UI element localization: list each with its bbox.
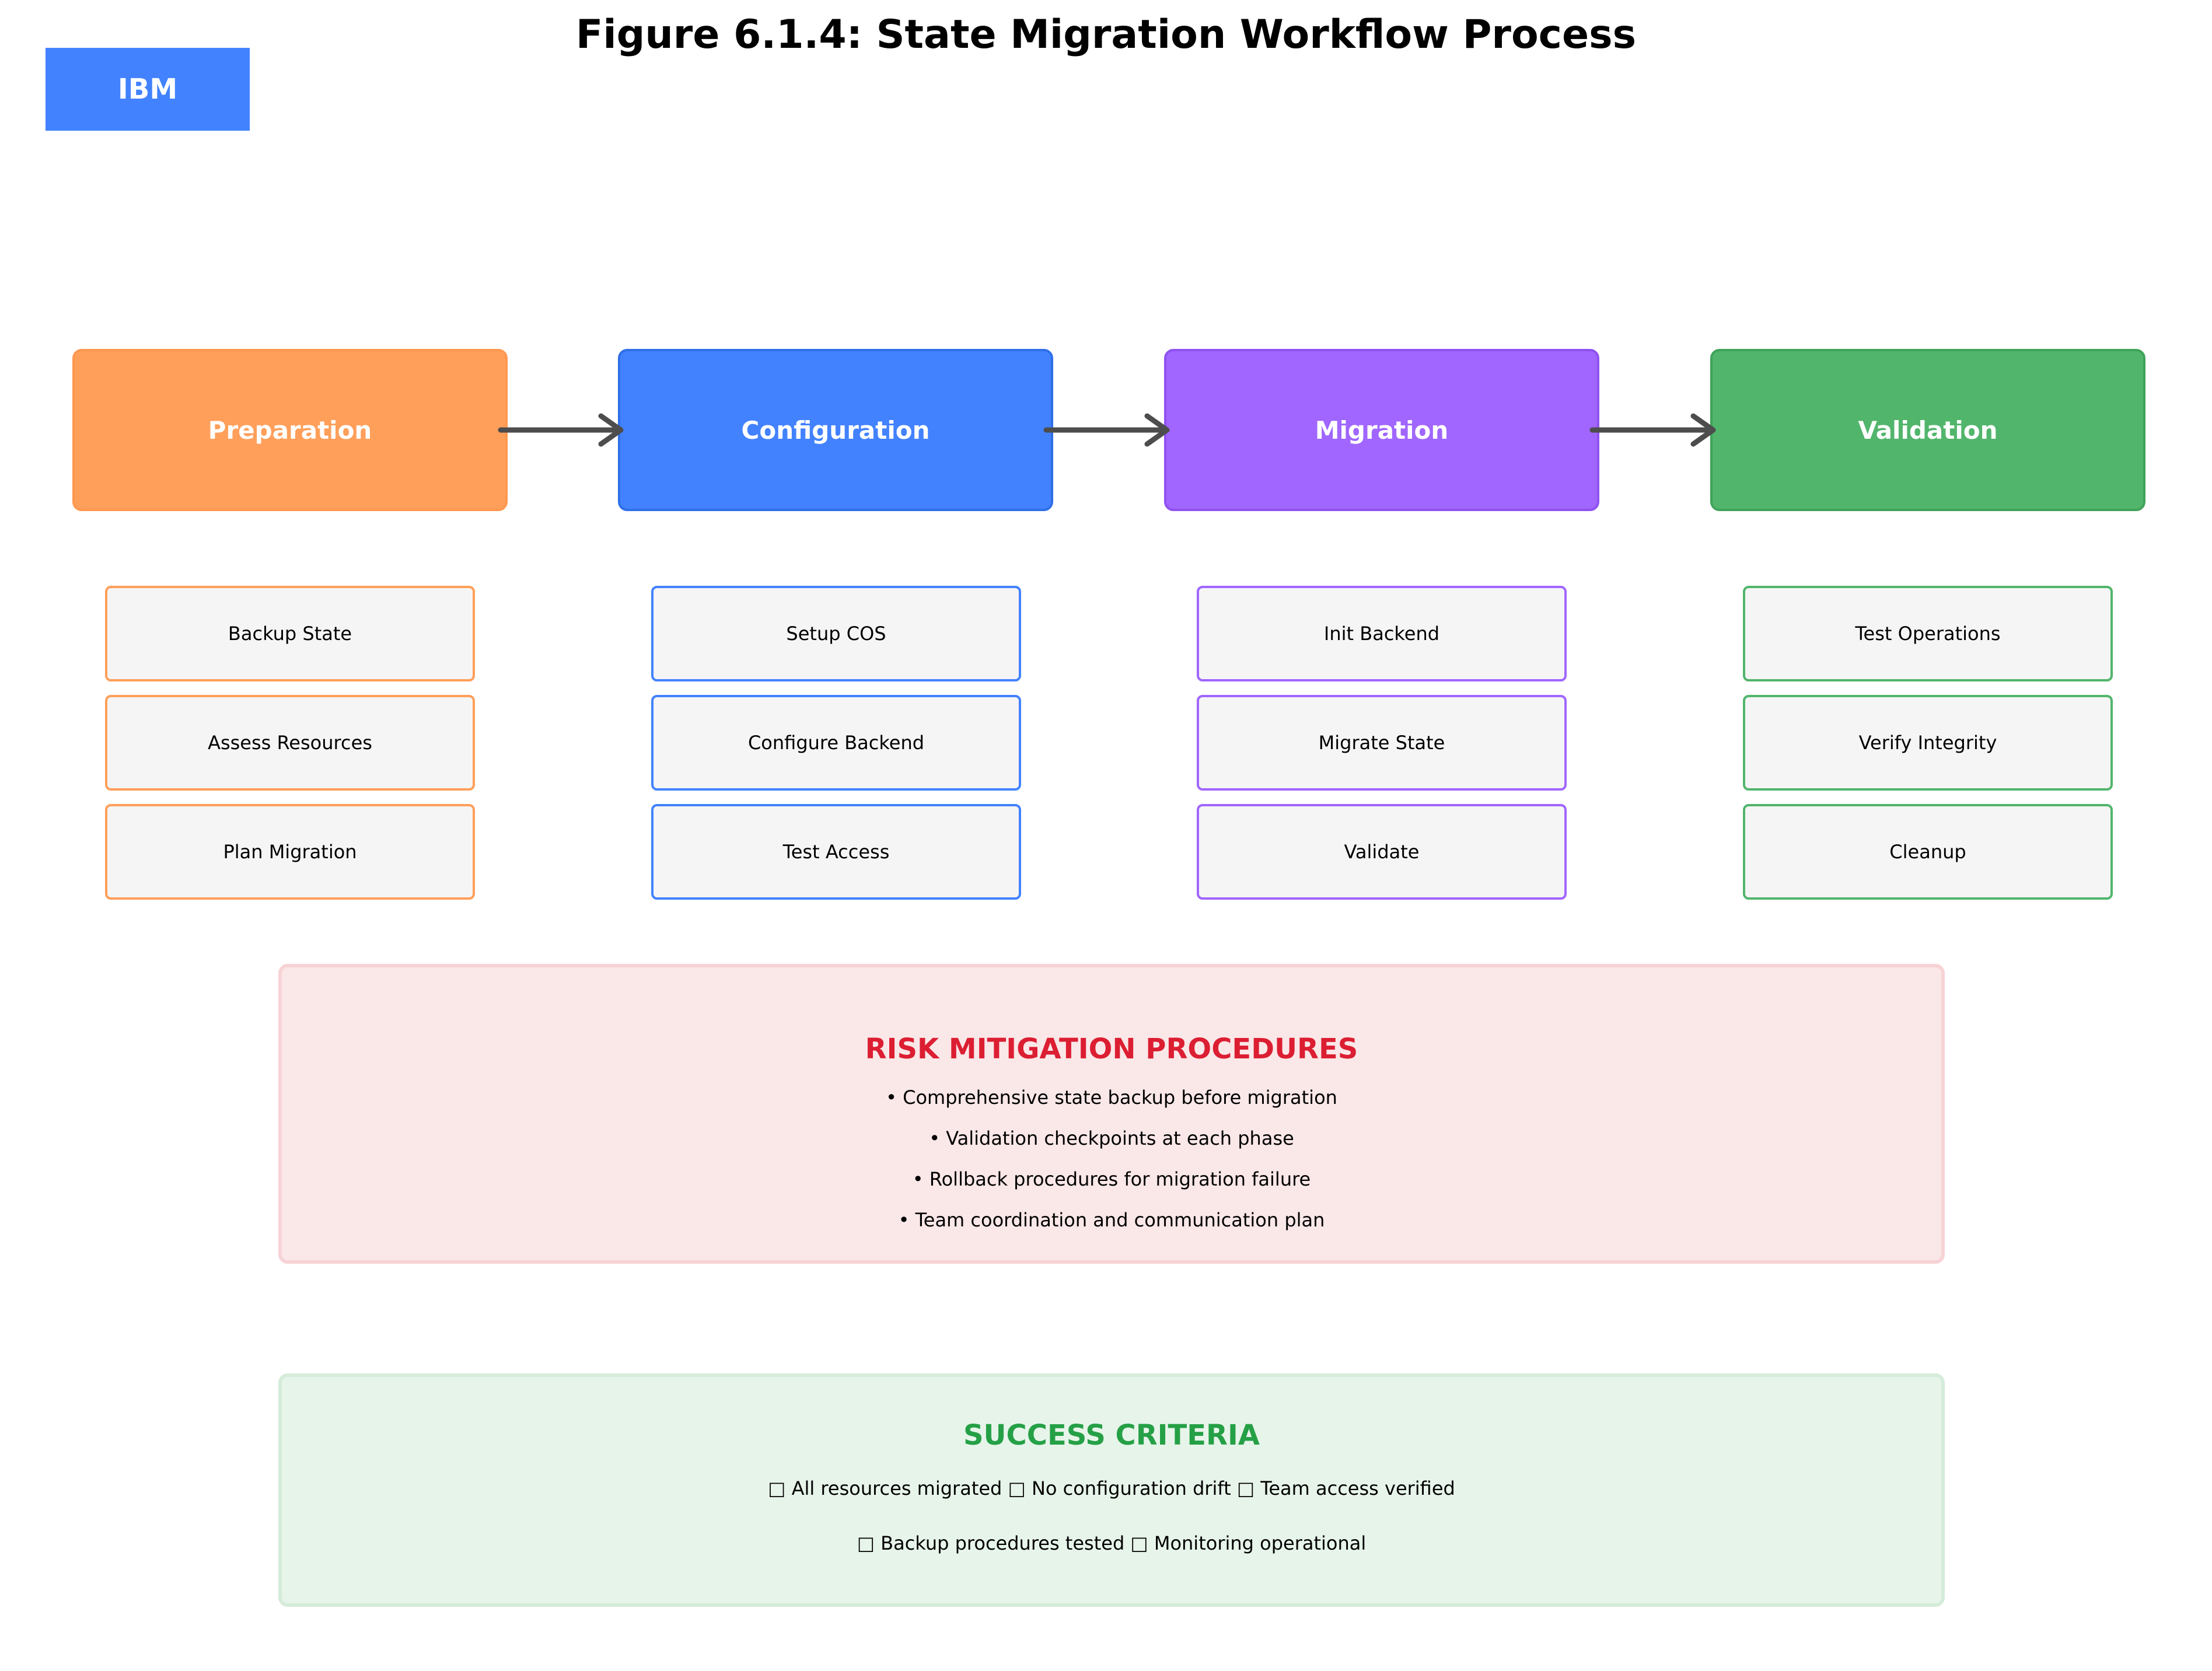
success-panel-title: SUCCESS CRITERIA: [963, 1419, 1260, 1452]
risk-item: • Team coordination and communication pl…: [898, 1209, 1325, 1231]
arrow-icon: [498, 413, 624, 447]
arrow-icon: [1043, 413, 1170, 447]
risk-mitigation-panel: RISK MITIGATION PROCEDURES • Comprehensi…: [278, 964, 1945, 1264]
step-backup-state: Backup State: [105, 586, 475, 681]
step-validate: Validate: [1197, 804, 1567, 900]
risk-item: • Rollback procedures for migration fail…: [912, 1168, 1311, 1190]
step-assess-resources: Assess Resources: [105, 695, 475, 791]
success-criteria-panel: SUCCESS CRITERIA □ All resources migrate…: [278, 1373, 1945, 1607]
step-configure-backend: Configure Backend: [651, 695, 1021, 791]
risk-panel-title: RISK MITIGATION PROCEDURES: [865, 1033, 1358, 1065]
step-test-access: Test Access: [651, 804, 1021, 900]
step-verify-integrity: Verify Integrity: [1743, 695, 2113, 791]
ibm-logo: IBM: [46, 48, 250, 131]
risk-item: • Validation checkpoints at each phase: [929, 1127, 1294, 1149]
arrow-icon: [1589, 413, 1716, 447]
phase-migration: Migration: [1164, 349, 1599, 511]
figure-title: Figure 6.1.4: State Migration Workflow P…: [575, 12, 1637, 58]
step-cleanup: Cleanup: [1743, 804, 2113, 900]
step-migrate-state: Migrate State: [1197, 695, 1567, 791]
step-setup-cos: Setup COS: [651, 586, 1021, 681]
success-criteria-line: □ All resources migrated □ No configurat…: [768, 1477, 1455, 1499]
step-init-backend: Init Backend: [1197, 586, 1567, 681]
step-test-operations: Test Operations: [1743, 586, 2113, 681]
phase-configuration: Configuration: [618, 349, 1053, 511]
risk-item: • Comprehensive state backup before migr…: [886, 1086, 1337, 1109]
success-criteria-line: □ Backup procedures tested □ Monitoring …: [857, 1532, 1367, 1554]
phase-validation: Validation: [1710, 349, 2145, 511]
step-plan-migration: Plan Migration: [105, 804, 475, 900]
